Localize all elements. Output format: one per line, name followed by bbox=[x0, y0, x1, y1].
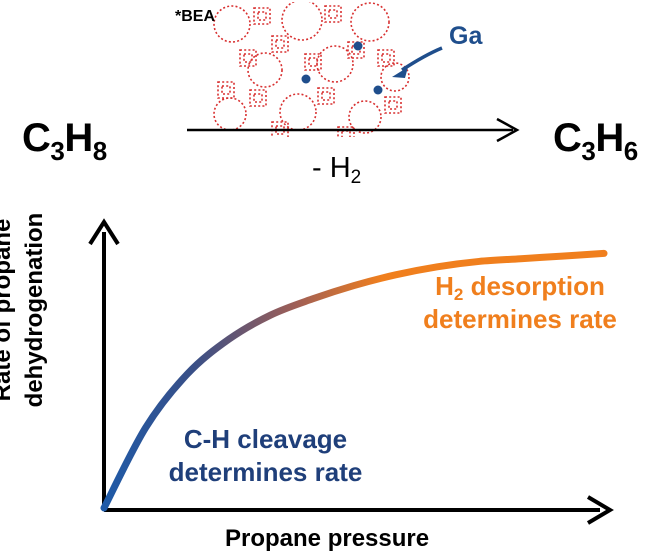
gallium-site-label: Ga bbox=[449, 22, 483, 50]
product-formula: C3H6 bbox=[553, 116, 638, 166]
rate-curve bbox=[100, 249, 608, 512]
annotation-h2-desorption: H2 desorption determines rate bbox=[423, 271, 617, 334]
annotation-ch-cleavage: C-H cleavage determines rate bbox=[168, 424, 363, 487]
gallium-pointer-arrow bbox=[392, 46, 443, 78]
zeolite-framework-label: *BEA bbox=[175, 8, 216, 25]
reactant-formula: C3H8 bbox=[22, 116, 107, 166]
x-axis-title: Propane pressure bbox=[225, 525, 430, 552]
zeolite-framework-illustration bbox=[213, 2, 410, 137]
gallium-site-dot bbox=[373, 85, 383, 95]
gallium-site-dot bbox=[301, 74, 311, 84]
y-axis-arrowhead bbox=[88, 218, 120, 246]
reaction-arrow bbox=[187, 117, 520, 143]
y-axis-title: Rate of propane dehydrogenation bbox=[0, 212, 48, 408]
hydrogen-byproduct: - H2 bbox=[312, 152, 362, 188]
gallium-site-dot bbox=[353, 41, 363, 51]
x-axis-arrowhead bbox=[586, 495, 614, 525]
